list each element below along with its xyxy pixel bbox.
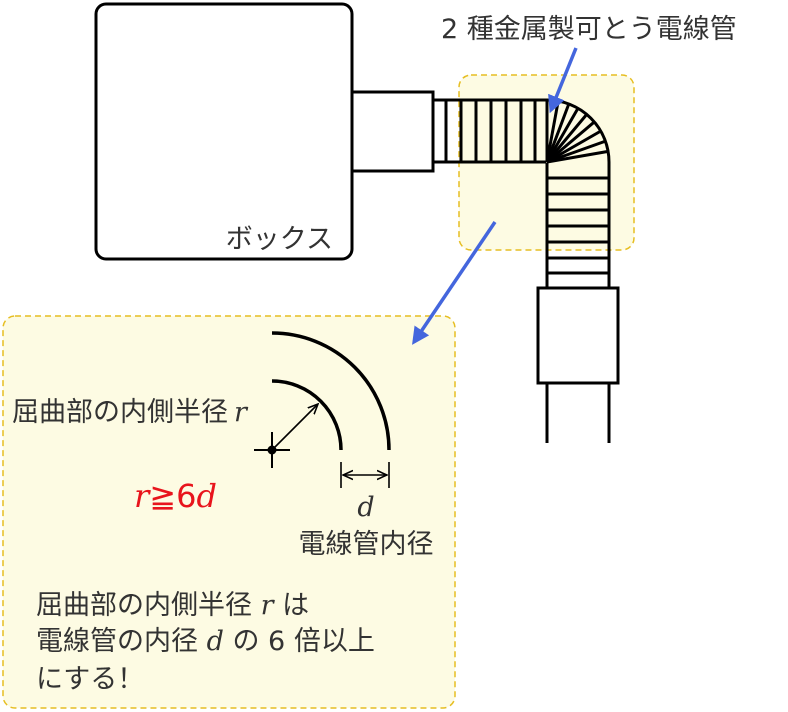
rule-line-2: 電線管の内径 d の 6 倍以上 xyxy=(36,626,375,657)
junction-box xyxy=(94,2,354,261)
conduit-title: 2 種金属製可とう電線管 xyxy=(441,14,737,45)
lower-connector xyxy=(536,286,620,385)
rule-line-3: にする！ xyxy=(36,664,144,695)
radius-arrow xyxy=(271,404,318,451)
diameter-dimension xyxy=(340,462,390,488)
box-connector xyxy=(350,90,435,173)
arrow-icon xyxy=(548,47,578,114)
box-label: ボックス xyxy=(226,224,333,255)
detail-panel xyxy=(2,315,456,709)
bend-inner-mask xyxy=(546,162,547,163)
inner-diameter-label: 電線管内径 xyxy=(299,529,434,560)
rule-line-1: 屈曲部の内側半径 r は xyxy=(36,590,309,621)
flexible-conduit xyxy=(433,98,611,288)
d-symbol: d xyxy=(357,492,374,523)
inner-bend-arc xyxy=(271,379,343,451)
outer-bend-arc xyxy=(271,331,391,451)
condition-formula: r≧6d xyxy=(134,477,217,515)
callout-arrow-icon xyxy=(412,221,497,345)
